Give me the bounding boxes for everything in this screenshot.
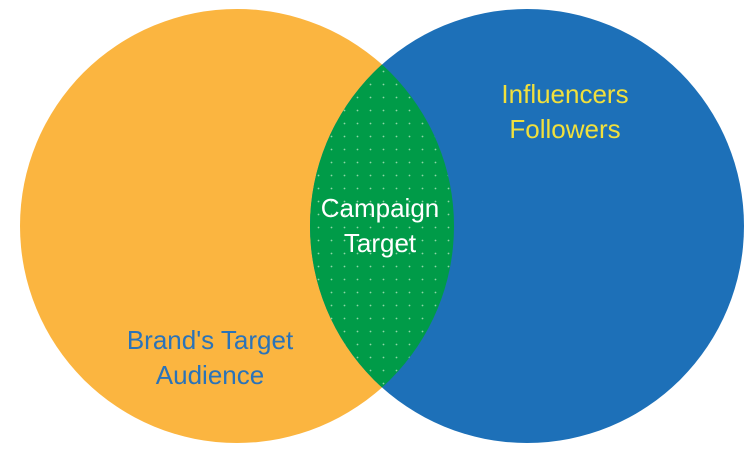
influencers-label-line-1: Influencers [501,79,629,109]
brand-label-line-1: Brand's Target [126,325,294,355]
influencers-followers-label: Influencers Followers [450,77,680,147]
campaign-label-line-1: Campaign [320,193,440,223]
brand-label-line-2: Audience [155,360,265,390]
campaign-target-overlap [310,9,454,443]
campaign-target-label: Campaign Target [300,191,460,261]
influencers-label-line-2: Followers [509,114,621,144]
campaign-label-line-2: Target [343,228,417,258]
brand-target-audience-label: Brand's Target Audience [90,323,330,393]
